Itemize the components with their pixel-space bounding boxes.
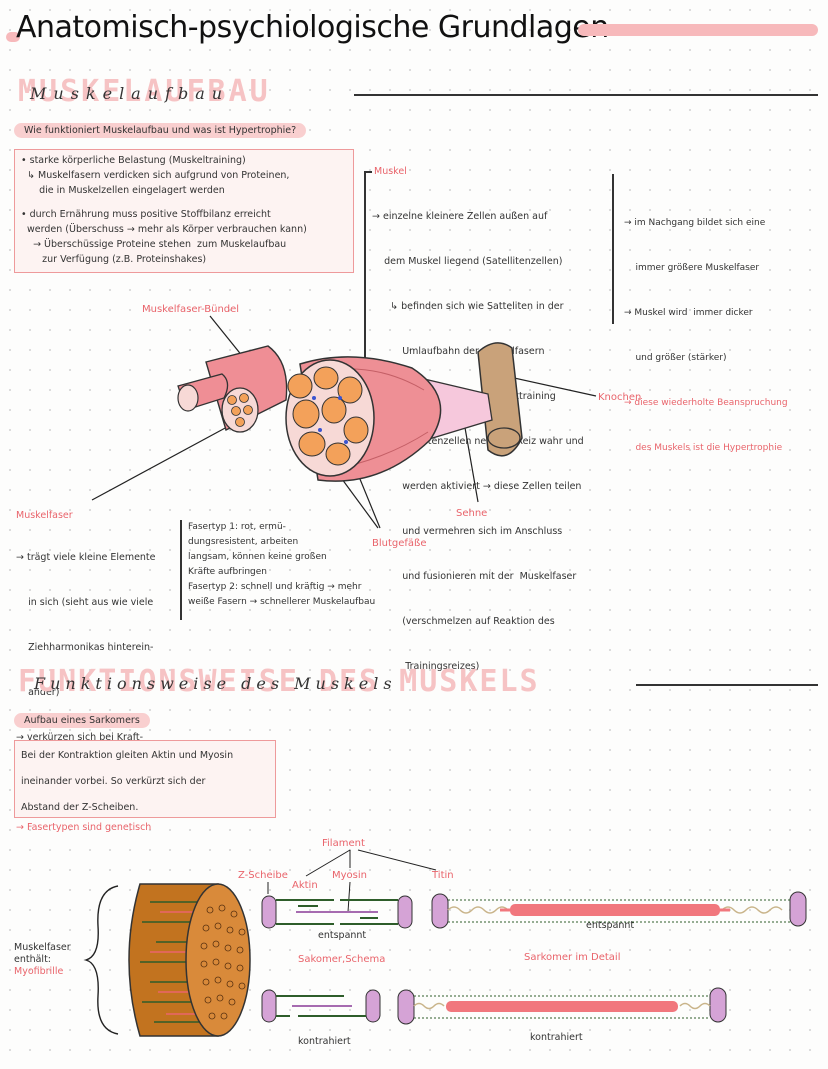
note-line: und vermehren sich im Anschluss — [372, 526, 563, 537]
note-line: Ziehharmonikas hinterein- — [16, 642, 154, 653]
faser-brace — [83, 885, 119, 1035]
label-faser1: Muskelfaser — [14, 942, 71, 953]
fasertyp-notes: Fasertyp 1: rot, ermü- dungsresistent, a… — [188, 520, 375, 610]
section1-rule — [354, 94, 818, 96]
bone — [477, 342, 523, 457]
notes-divider — [612, 174, 614, 324]
section1-heading: Muskelaufbau — [30, 84, 230, 103]
note-line: → trägt viele kleine Elemente — [16, 552, 156, 563]
note-line: langsam, können keine großen — [188, 552, 327, 562]
faser-title: Muskelfaser — [16, 510, 73, 521]
note-line: Fasertyp 2: schnell und kräftig → mehr — [188, 582, 362, 592]
faser-divider — [180, 520, 182, 620]
section2-heading: Funktionsweise des Muskels — [34, 674, 397, 693]
label-kontrahiert1: kontrahiert — [298, 1036, 351, 1047]
box-line: zur Verfügung (z.B. Proteinshakes) — [21, 254, 207, 265]
label-detail: Sarkomer im Detail — [524, 952, 620, 963]
box-line: Bei der Kontraktion gleiten Aktin und My… — [21, 750, 234, 761]
label-blutgefaesse: Blutgefäße — [372, 538, 427, 549]
hypertrophy-notes: → im Nachgang bildet sich eine immer grö… — [624, 186, 788, 471]
sarcomere-schema-contracted — [261, 989, 381, 1023]
note-line: dungsresistent, arbeiten — [188, 537, 299, 547]
kontraktion-box: Bei der Kontraktion gleiten Aktin und My… — [14, 740, 276, 818]
note-line: immer größere Muskelfaser — [624, 263, 760, 273]
note-line: → Muskel wird immer dicker — [624, 308, 753, 318]
note-line: Umlaufbahn der Muskelfasern — [372, 346, 545, 357]
knochen-leader — [504, 375, 597, 397]
note-line: → einzelne kleinere Zellen außen auf — [372, 211, 548, 222]
note-line: Fasertyp 1: rot, ermü- — [188, 522, 286, 532]
section2-rule — [636, 684, 818, 686]
section1-heading-bg: Muskelaufbau — [18, 74, 271, 109]
label-entspannt2: entspannt — [586, 920, 634, 931]
note-line: und größer (stärker) — [624, 353, 727, 363]
sarcomere-detail-relaxed — [431, 891, 807, 929]
box-line: • starke körperliche Belastung (Muskeltr… — [21, 155, 246, 166]
label-faser3: Myofibrille — [14, 966, 63, 977]
note-line: Kräfte aufbringen — [188, 567, 268, 577]
note-line: → im Nachgang bildet sich eine — [624, 218, 766, 228]
label-faser2: enthält: — [14, 954, 51, 965]
box-line: ineinander vorbei. So verkürzt sich der — [21, 776, 206, 787]
note-line-red: → diese wiederholte Beanspruchung — [624, 398, 788, 408]
box-line: Abstand der Z-Scheiben. — [21, 802, 139, 813]
note-line: ander) — [16, 687, 60, 698]
muskel-title: Muskel — [374, 166, 407, 177]
note-line: werden aktiviert → diese Zellen teilen — [372, 481, 582, 492]
section2-heading-bg: Funktionsweise des Muskels — [18, 664, 540, 699]
page-title: Anatomisch-psychiologische Grundlagen — [16, 10, 609, 45]
label-myosin: Myosin — [332, 870, 367, 881]
sarcomere-illustration: Filament Z-Scheibe Aktin Myosin Titin en… — [14, 838, 807, 1047]
sarcomere-detail-contracted — [397, 987, 727, 1025]
blood-vessel-dots — [312, 396, 348, 444]
fascicles — [287, 366, 369, 466]
box-line: • durch Ernährung muss positive Stoffbil… — [21, 209, 271, 220]
faser-leader — [91, 419, 241, 501]
note-line: Trainingsreizes) — [372, 661, 480, 672]
label-zscheibe: Z-Scheibe — [238, 870, 288, 881]
note-line: in sich (sieht aus wie viele — [16, 597, 154, 608]
muscle-illustration: Muskelfaser-Bündel Knochen Sehne Blutgef… — [91, 304, 641, 549]
label-schema: Sakomer,Schema — [298, 954, 385, 965]
section1-question: Wie funktioniert Muskelaufbau und was is… — [14, 123, 307, 138]
label-titin: Titin — [431, 870, 454, 881]
label-kontrahiert2: kontrahiert — [530, 1032, 583, 1043]
box-line: ↳ Muskelfasern verdicken sich aufgrund v… — [21, 170, 290, 181]
muskel-bracket — [364, 171, 366, 393]
note-line-red: → Fasertypen sind genetisch — [16, 822, 152, 833]
note-line: und fusionieren mit der Muskelfaser — [372, 571, 577, 582]
note-line-red: des Muskels ist die Hypertrophie — [624, 443, 783, 453]
label-filament: Filament — [322, 838, 365, 849]
note-line: weiße Fasern → schnellerer Muskelaufbau — [188, 597, 376, 607]
note-line: dem Muskel liegend (Satellitenzellen) — [372, 256, 563, 267]
note-line: ↳ befinden sich wie Satteliten in der — [372, 301, 564, 312]
note-line: (verschmelzen auf Reaktion des — [372, 616, 555, 627]
label-entspannt1: entspannt — [318, 930, 366, 941]
label-sehne: Sehne — [456, 508, 487, 519]
label-buendel: Muskelfaser-Bündel — [142, 304, 239, 315]
note-line: → verkürzen sich bei Kraft- — [16, 732, 144, 743]
sarcomere-schema-relaxed — [261, 895, 413, 929]
section2-pill: Aufbau eines Sarkomers — [14, 713, 150, 728]
box-line: die in Muskelzellen eingelagert werden — [21, 185, 225, 196]
hypertrophy-box: • starke körperliche Belastung (Muskeltr… — [14, 149, 354, 273]
box-line: → Überschüssige Proteine stehen zum Musk… — [21, 239, 287, 250]
box-line: werden (Überschuss → mehr als Körper ver… — [21, 224, 307, 235]
sehne-leader — [463, 421, 479, 503]
title-highlight-bar — [578, 24, 818, 36]
label-knochen: Knochen — [598, 392, 641, 403]
box-line — [21, 198, 347, 207]
muskel-bracket-top — [364, 171, 372, 173]
label-aktin: Aktin — [292, 880, 318, 891]
title-decoration-dot — [6, 32, 20, 42]
